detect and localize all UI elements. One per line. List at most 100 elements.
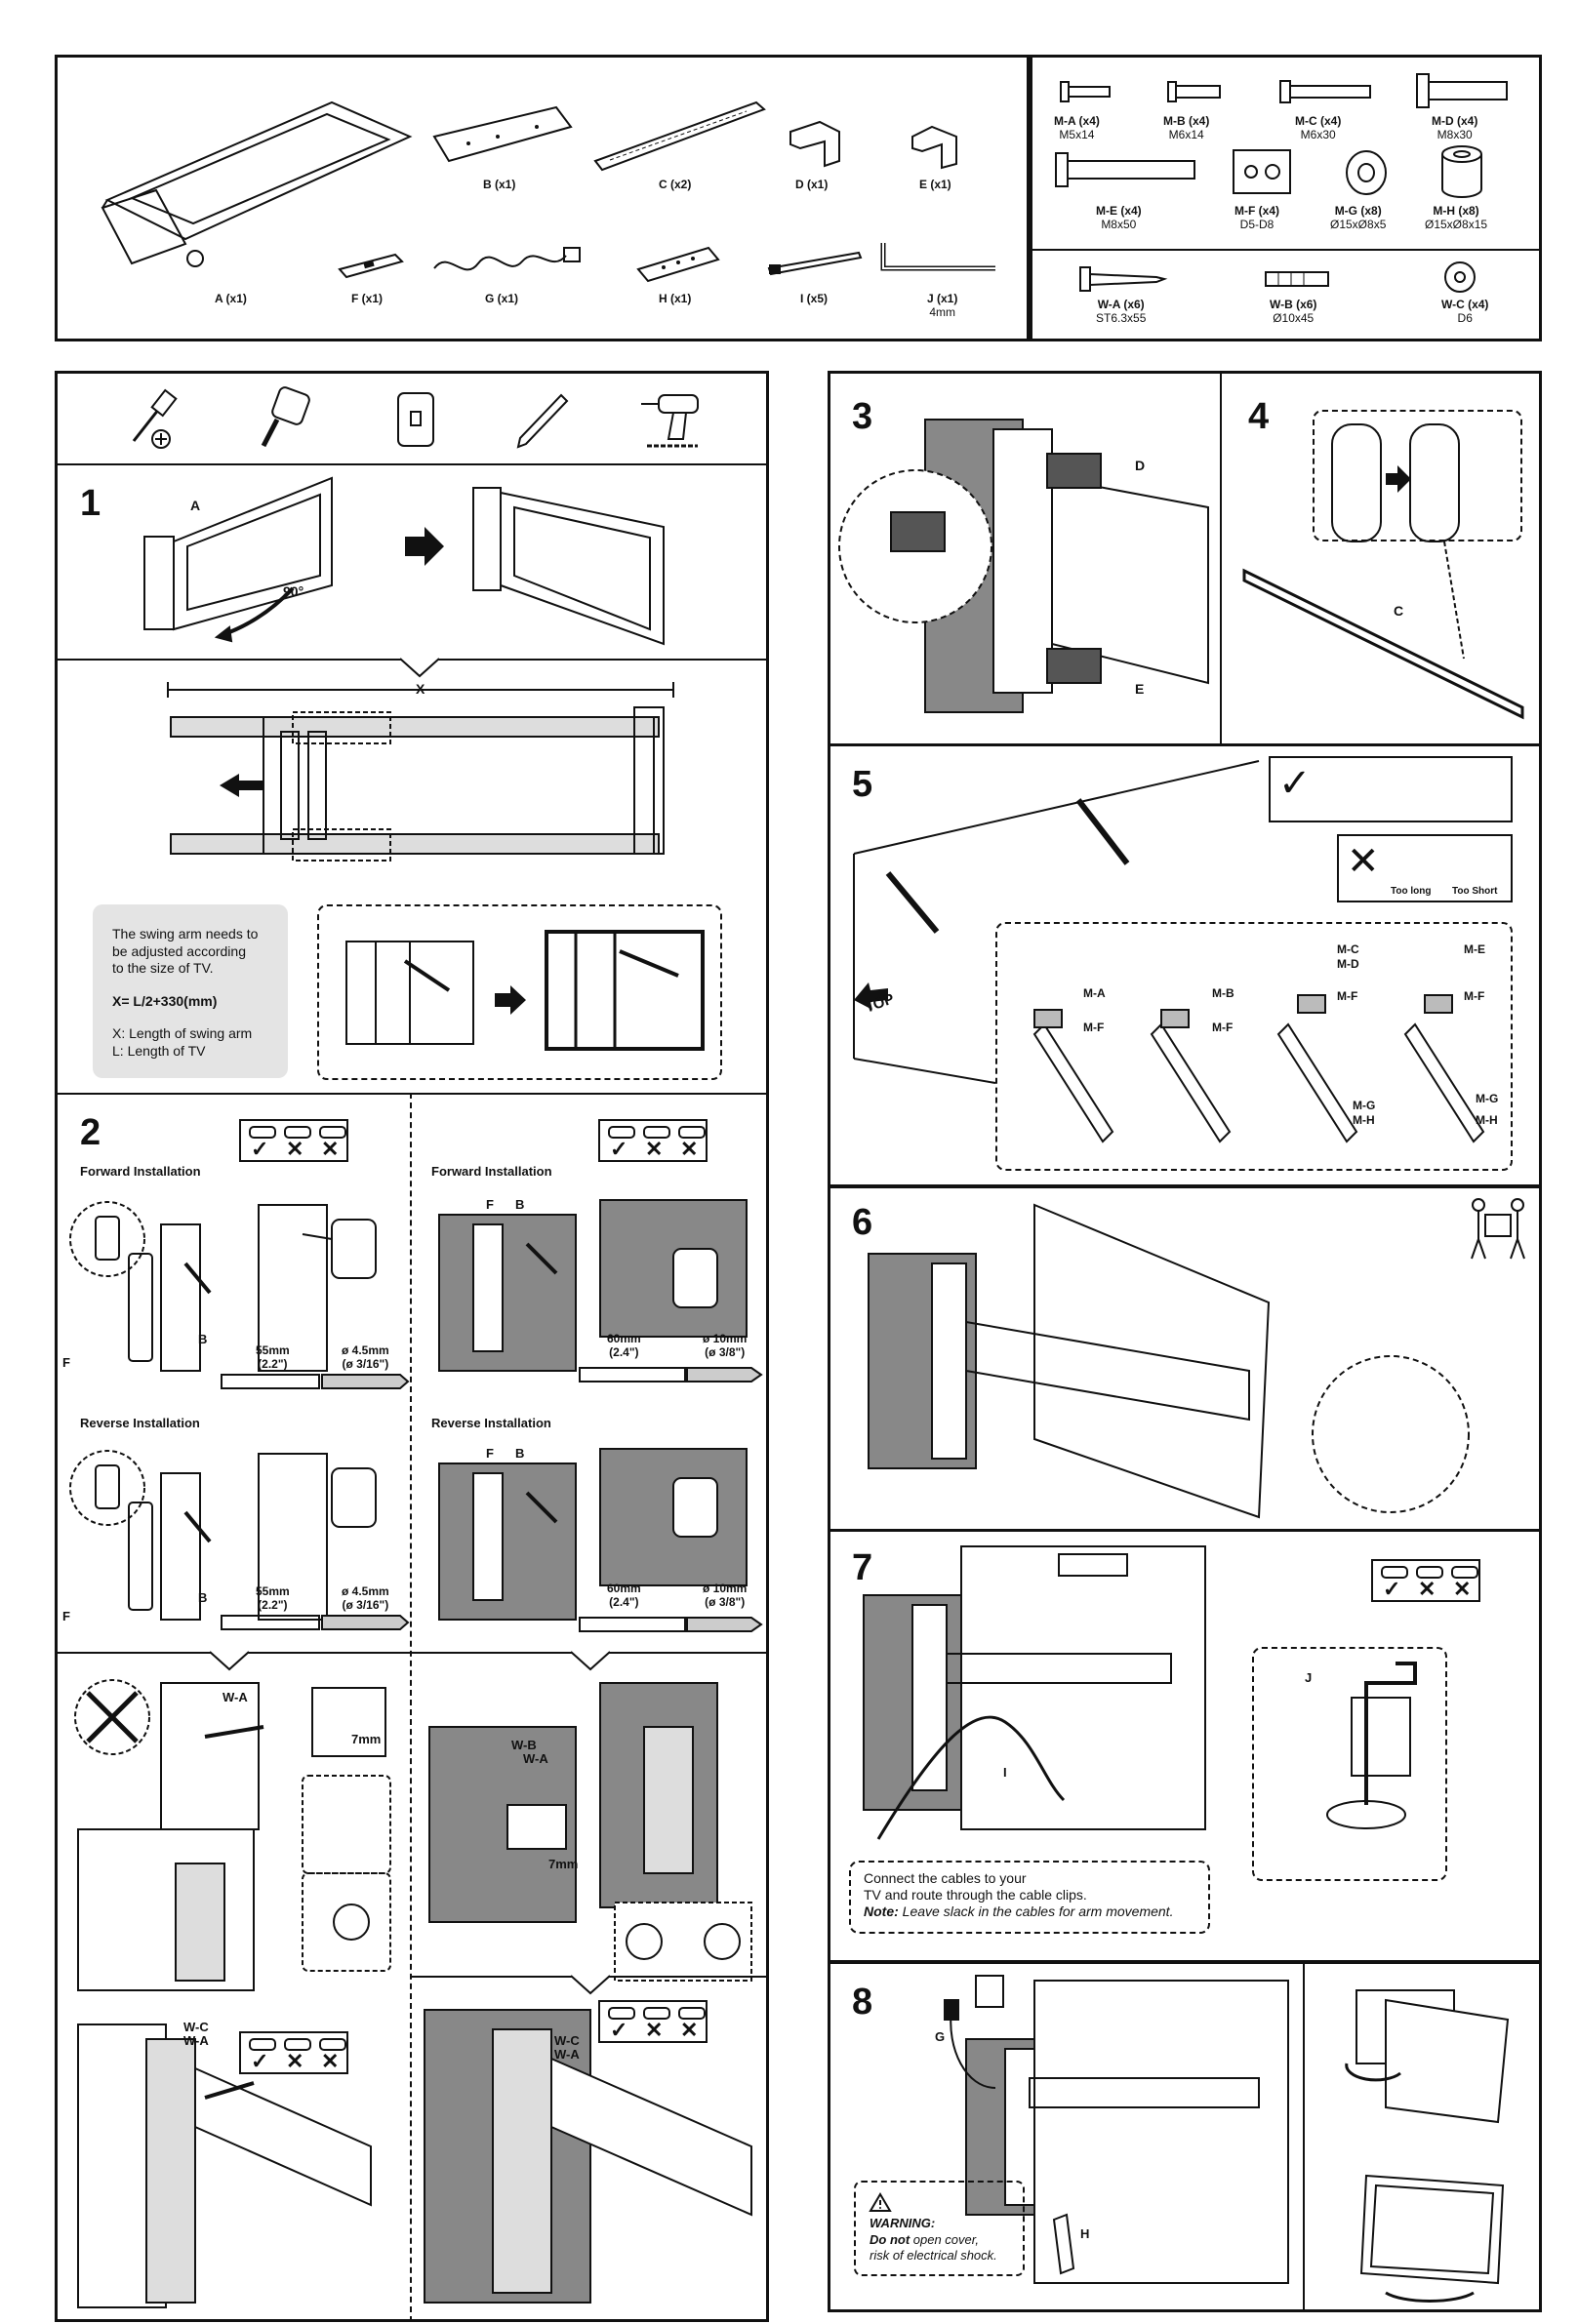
- step5-mc-label: M-C: [1337, 942, 1359, 956]
- part-d-cover-icon: [789, 120, 840, 168]
- level-tool-icon: [397, 392, 434, 447]
- note-legend-l: L: Length of TV: [112, 1042, 206, 1059]
- step-7-caption-box: [849, 1861, 1210, 1934]
- concrete-reverse-drill-size: ø 10mm(ø 3/8"): [703, 1582, 748, 1609]
- anchor-w-b-icon: [1265, 271, 1329, 287]
- step-4-rail-illustration: [1242, 423, 1524, 720]
- step-6-hang-tv-illustration: [868, 1203, 1470, 1519]
- step-1-divider-notch: [399, 658, 440, 678]
- step5-mg-label-2: M-G: [1476, 1092, 1499, 1105]
- step-5-screw-options-illustration: [1032, 994, 1485, 1143]
- step-3-d-label: D: [1135, 458, 1146, 473]
- drill-icon: [641, 394, 699, 448]
- part-b-plate-icon: [432, 105, 573, 163]
- wood-stud-icon: [249, 1126, 276, 1139]
- wood-reverse-b-label: B: [198, 1590, 208, 1605]
- step-7-cable-routing-illustration: [863, 1545, 1206, 1840]
- hardware-m-b-label: M-B (x4)M6x14: [1163, 114, 1210, 141]
- wood-final-mount-illustration: [77, 2023, 372, 2308]
- note-line-3: to the size of TV.: [112, 960, 214, 976]
- screw-m-a-icon: [1060, 81, 1111, 102]
- part-a-swing-arm-illustration: [101, 100, 413, 267]
- concrete-forward-spacing: 60mm(2.4"): [607, 1332, 641, 1359]
- part-c-label: C (x2): [659, 178, 692, 191]
- concrete-reverse-b-label: B: [515, 1446, 525, 1461]
- steps-3-4-divider: [1220, 371, 1222, 746]
- wood-reverse-drill-size: ø 4.5mm(ø 3/16"): [342, 1584, 389, 1612]
- concrete-final-mount-illustration: [424, 2009, 752, 2304]
- step-8-panel: [828, 1961, 1542, 2312]
- plate-m-f-icon: [1233, 149, 1291, 194]
- step-8-number: 8: [852, 1982, 873, 2023]
- wall-type-indicator-wood-final: ✓✕✕: [239, 2031, 348, 2074]
- concrete-wall-screw-illustration: [428, 1682, 752, 1982]
- concrete-reverse-drill-bit: [579, 1617, 763, 1632]
- part-a-label: A (x1): [215, 292, 247, 305]
- wood-forward-heading: Forward Installation: [80, 1164, 201, 1179]
- screw-m-d-icon: [1416, 73, 1508, 108]
- wood-reverse-spacing: 55mm(2.2"): [256, 1584, 290, 1612]
- step5-mg-label-1: M-G: [1353, 1099, 1376, 1112]
- note-legend-x: X: Length of swing arm: [112, 1025, 253, 1041]
- step-7-caption: Connect the cables to your TV and route …: [864, 1870, 1205, 1919]
- hardware-m-c-label: M-C (x4)M6x30: [1295, 114, 1342, 141]
- hardware-panel: [1027, 55, 1542, 341]
- part-i-label: I (x5): [800, 292, 829, 305]
- step-3-cover-illustration: [838, 419, 1209, 713]
- part-e-label: E (x1): [919, 178, 951, 191]
- step-8-g-label: G: [935, 2029, 946, 2044]
- concrete-icon: [643, 2007, 670, 2020]
- screw-w-a-icon: [1079, 266, 1168, 292]
- concrete-reverse-illustration: [438, 1448, 748, 1621]
- caption-line-2: TV and route through the cable clips.: [864, 1886, 1087, 1903]
- wood-reverse-f-label: F: [62, 1609, 70, 1623]
- part-h-remote-icon: [636, 246, 720, 283]
- step-7-number: 7: [852, 1547, 873, 1588]
- wood-wa-label: W-A: [223, 1690, 248, 1704]
- screw-m-e-icon: [1055, 152, 1195, 187]
- wood-wall-screw-illustration: [74, 1679, 391, 1991]
- step-1-adjust-bolts-illustration: [345, 930, 705, 1051]
- concrete-wa-label: W-A: [523, 1751, 548, 1766]
- hardware-m-e-label: M-E (x4)M8x50: [1096, 204, 1142, 231]
- screw-m-b-icon: [1167, 81, 1221, 102]
- spacer-m-h-icon: [1441, 145, 1482, 198]
- concrete-forward-illustration: [438, 1199, 748, 1372]
- step-5-correct-box: [1269, 756, 1513, 822]
- swivel-tv-illustration: [1345, 1989, 1510, 2303]
- step-3-e-label: E: [1135, 681, 1145, 697]
- step-4-detail: [1313, 410, 1522, 541]
- hardware-m-h-label: M-H (x8)Ø15xØ8x15: [1425, 204, 1488, 231]
- concrete-icon: [1416, 1566, 1443, 1579]
- concrete-depth-label: 7mm: [548, 1857, 579, 1871]
- hardware-m-a-label: M-A (x4)M5x14: [1054, 114, 1100, 141]
- brick-icon: [319, 1126, 346, 1139]
- concrete-reverse-f-label: F: [486, 1446, 494, 1461]
- brick-icon: [319, 2038, 346, 2051]
- part-i-cable-tie-icon: [767, 251, 863, 276]
- two-people-icon: [1471, 1198, 1525, 1260]
- concrete-forward-drill-bit: [579, 1367, 763, 1382]
- hardware-w-b-label: W-B (x6)Ø10x45: [1270, 298, 1317, 325]
- step-7-j-label: J: [1305, 1670, 1313, 1685]
- warning-title: WARNING:: [870, 2216, 936, 2231]
- wood-final-wc-label: W-C: [183, 2020, 209, 2034]
- step5-me-label: M-E: [1464, 942, 1485, 956]
- step-3-number: 3: [852, 396, 873, 437]
- step-2-notch-right: [570, 1651, 611, 1671]
- wood-forward-spacing: 55mm(2.2"): [256, 1343, 290, 1371]
- step-5-tv-back-illustration: [853, 760, 1260, 1084]
- wall-type-indicator-step7: ✓✕✕: [1371, 1559, 1480, 1602]
- correct-check-icon: ✓: [1278, 762, 1312, 805]
- step-4-number: 4: [1248, 396, 1270, 437]
- wood-stud-icon: [249, 2038, 276, 2051]
- hardware-w-c-label: W-C (x4)D6: [1441, 298, 1489, 325]
- step5-mh-label-1: M-H: [1353, 1113, 1375, 1127]
- wood-forward-illustration: [69, 1201, 377, 1372]
- wood-forward-drill-size: ø 4.5mm(ø 3/16"): [342, 1343, 389, 1371]
- left-instruction-panel: [55, 371, 769, 2322]
- step-5-number: 5: [852, 764, 873, 805]
- concrete-forward-drill-size: ø 10mm(ø 3/8"): [703, 1332, 748, 1359]
- step-5-wrong-box: [1337, 834, 1513, 902]
- part-f-label: F (x1): [351, 292, 384, 305]
